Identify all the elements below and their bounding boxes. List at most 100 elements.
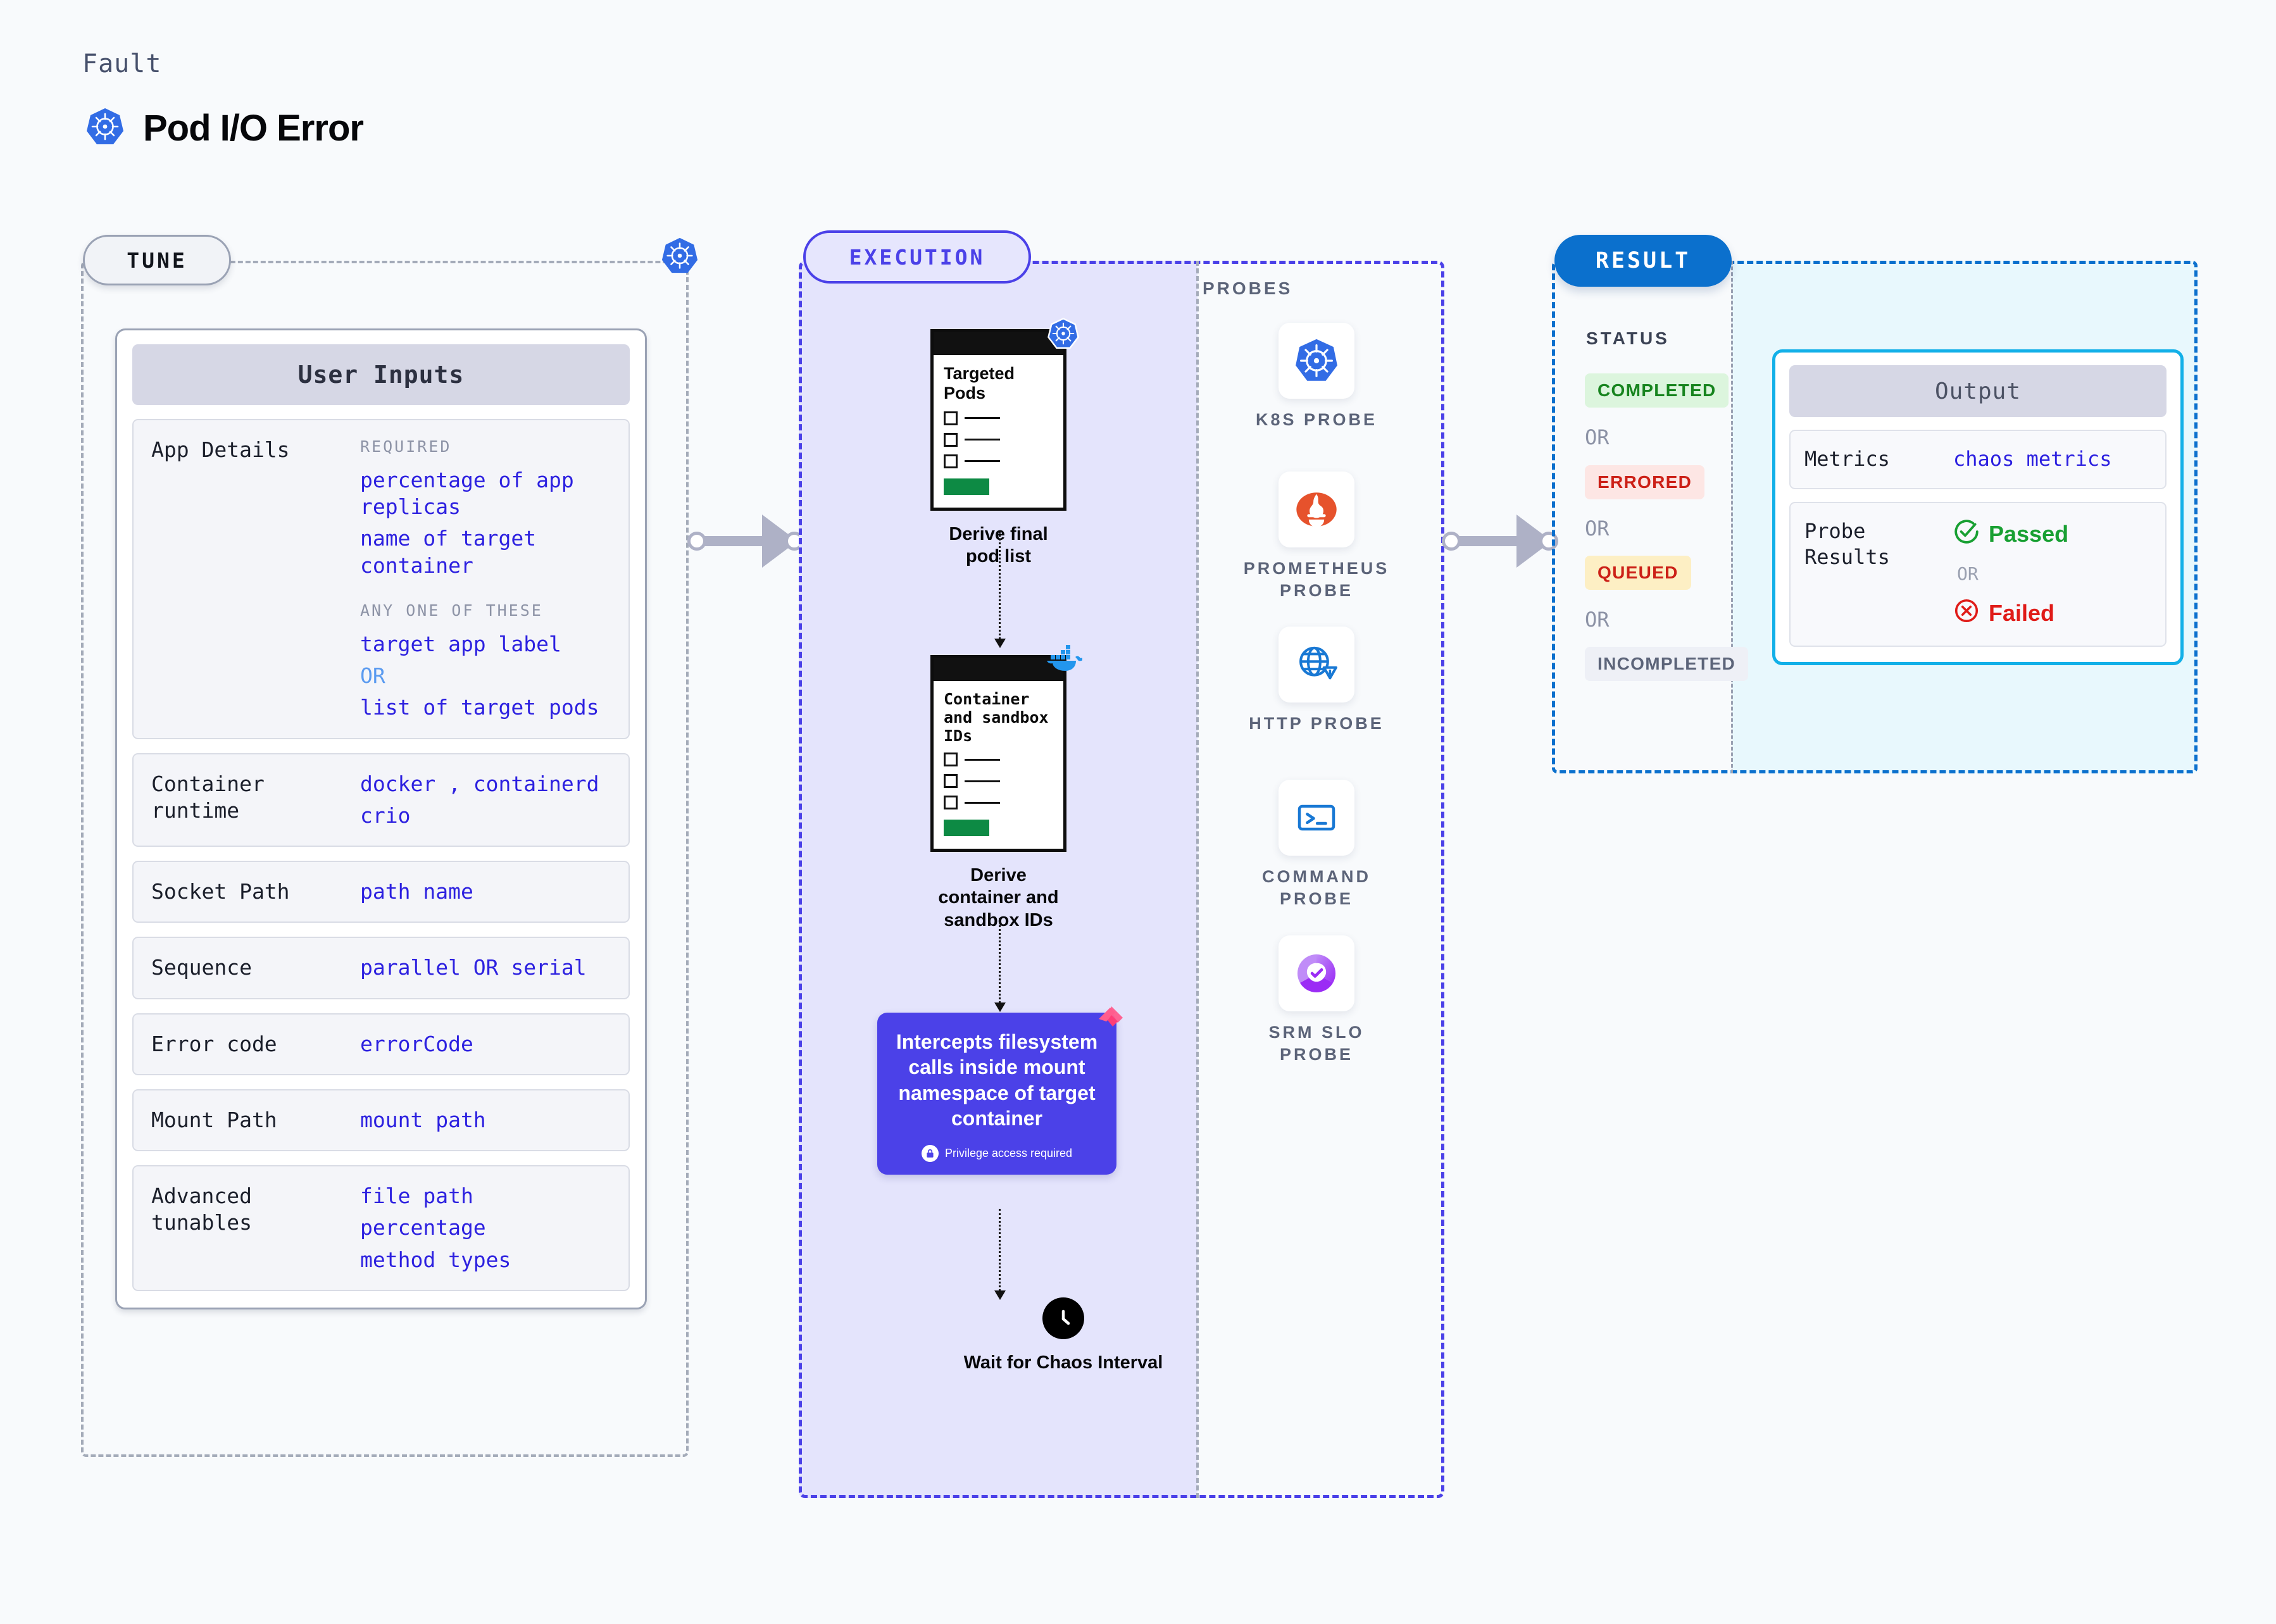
user-inputs-card: User Inputs App Details REQUIRED percent… [115, 328, 647, 1309]
probe-result-failed: Failed [1953, 597, 2154, 631]
execution-badge: EXECUTION [803, 230, 1031, 284]
input-value: method types [360, 1247, 511, 1272]
card-progress-bar [944, 478, 989, 495]
status-badge-queued: QUEUED [1585, 556, 1691, 590]
output-value: chaos metrics [1953, 447, 2112, 471]
prometheus-icon [1279, 472, 1354, 547]
tune-badge: TUNE [83, 235, 231, 285]
flow-arrow [994, 1209, 1006, 1300]
input-row-error-code[interactable]: Error code errorCode [132, 1013, 630, 1075]
privilege-note-text: Privilege access required [944, 1147, 1073, 1160]
privilege-note: Privilege access required [890, 1145, 1104, 1163]
connector-start-dot [1442, 532, 1461, 551]
status-badge-incompleted: INCOMPLETED [1585, 647, 1749, 681]
x-circle-icon [1953, 597, 1980, 631]
input-value: list of target pods [360, 695, 599, 720]
output-row-metrics[interactable]: Metrics chaos metrics [1789, 430, 2167, 489]
probe-result-or: OR [1957, 563, 1979, 585]
probe-prometheus[interactable]: PROMETHEUS PROBE [1234, 472, 1399, 602]
card-checklist-line [944, 796, 1053, 809]
probe-command[interactable]: COMMAND PROBE [1234, 780, 1399, 910]
status-or: OR [1585, 516, 1610, 540]
input-label: Advanced tunables [151, 1184, 252, 1235]
srm-slo-icon [1279, 935, 1354, 1011]
input-value: errorCode [360, 1031, 473, 1056]
kubernetes-icon [1279, 323, 1354, 399]
lock-icon [921, 1145, 939, 1163]
input-hint-required: REQUIRED [360, 437, 452, 456]
output-label: Metrics [1804, 447, 1890, 471]
input-row-sequence[interactable]: Sequence parallel OR serial [132, 937, 630, 999]
card-title: Container and sandbox IDs [944, 690, 1049, 745]
input-row-mount-path[interactable]: Mount Path mount path [132, 1089, 630, 1152]
input-value: percentage of app replicas [360, 468, 574, 520]
input-value: mount path [360, 1107, 486, 1132]
card-title: Targeted Pods [944, 364, 1015, 403]
output-row-probe-results[interactable]: Probe Results Passed OR [1789, 501, 2167, 647]
card-checklist-line [944, 432, 1053, 447]
input-value: name of target container [360, 526, 537, 578]
probe-http[interactable]: HTTP PROBE [1234, 627, 1399, 735]
tune-panel [81, 261, 689, 1457]
fault-kicker: Fault [82, 49, 162, 78]
card-checklist-line [944, 454, 1053, 468]
exec-node-container-ids: Container and sandbox IDs Derive contain… [930, 645, 1084, 932]
card-checklist-line [944, 774, 1053, 788]
card-titlebar [934, 658, 1063, 681]
probe-label: HTTP PROBE [1249, 714, 1384, 733]
terminal-icon [1279, 780, 1354, 856]
container-sandbox-card: Container and sandbox IDs [930, 645, 1084, 852]
exec-node-wait-interval: Wait for Chaos Interval [949, 1297, 1177, 1374]
input-label: Container runtime [151, 771, 265, 823]
probes-divider [1196, 261, 1199, 1498]
card-checklist-line [944, 753, 1053, 766]
connector-tune-to-execution [682, 503, 809, 579]
kubernetes-icon [1047, 317, 1080, 353]
fault-title-row: Pod I/O Error [85, 106, 364, 150]
input-label: Sequence [151, 955, 252, 980]
input-value: parallel OR serial [360, 955, 587, 980]
input-value: crio [360, 803, 411, 828]
input-row-advanced-tunables[interactable]: Advanced tunables file path percentage m… [132, 1165, 630, 1291]
exec-node-caption: Derive final pod list [949, 523, 1048, 566]
input-value: target app label [360, 631, 561, 656]
input-label: Socket Path [151, 879, 290, 904]
intercept-box: Intercepts filesystem calls inside mount… [877, 1006, 1123, 1175]
probe-label: K8S PROBE [1255, 410, 1378, 429]
input-hint-any-one: ANY ONE OF THESE [360, 601, 543, 620]
status-title: STATUS [1586, 328, 1670, 348]
status-or: OR [1585, 425, 1610, 449]
output-card: Output Metrics chaos metrics Probe Resul… [1772, 349, 2184, 666]
probe-result-passed: Passed [1953, 518, 2154, 552]
status-badge-errored: ERRORED [1585, 465, 1705, 499]
probe-k8s[interactable]: K8S PROBE [1234, 323, 1399, 431]
input-value: docker , containerd [360, 771, 599, 796]
exec-node-caption: Wait for Chaos Interval [963, 1352, 1163, 1373]
card-titlebar [934, 332, 1063, 355]
flow-arrow [994, 918, 1006, 1012]
input-value: path name [360, 879, 473, 904]
docker-icon [1046, 644, 1084, 677]
user-inputs-title: User Inputs [132, 344, 630, 405]
card-progress-bar [944, 820, 989, 836]
input-row-socket-path[interactable]: Socket Path path name [132, 861, 630, 923]
input-value: percentage [360, 1215, 486, 1240]
probe-srm-slo[interactable]: SRM SLO PROBE [1234, 935, 1399, 1066]
check-circle-icon [1953, 518, 1980, 552]
failed-label: Failed [1989, 600, 2055, 627]
probes-title: PROBES [1203, 278, 1293, 298]
output-title: Output [1789, 365, 2167, 417]
status-badge-completed: COMPLETED [1585, 373, 1729, 408]
kubernetes-icon [85, 106, 125, 150]
input-label: Error code [151, 1031, 277, 1056]
result-panel [1552, 261, 2198, 773]
connector-start-dot [687, 532, 706, 551]
input-label: App Details [151, 437, 290, 462]
input-row-container-runtime[interactable]: Container runtime docker , containerd cr… [132, 753, 630, 847]
exec-node-targeted-pods: Targeted Pods Derive final pod list [930, 318, 1079, 568]
result-divider [1731, 261, 1733, 773]
input-row-app-details[interactable]: App Details REQUIRED percentage of app r… [132, 419, 630, 739]
flow-arrow [994, 532, 1006, 648]
probe-label: SRM SLO PROBE [1268, 1023, 1365, 1065]
input-or: OR [360, 663, 385, 689]
